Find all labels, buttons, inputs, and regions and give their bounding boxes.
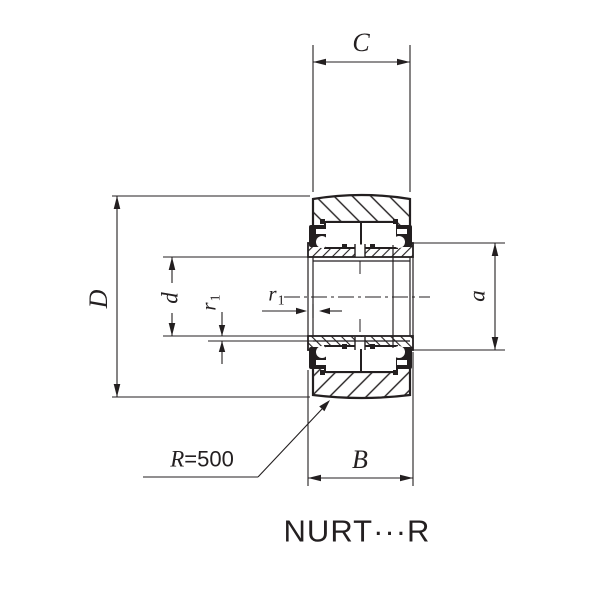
dim-label-r1-horizontal: r1 xyxy=(268,281,285,309)
dim-label-a: a xyxy=(464,290,490,302)
dim-label-r1-vertical: r1 xyxy=(196,294,224,311)
seal-bottom-right xyxy=(393,346,412,369)
dimension-r1-horizontal xyxy=(262,304,342,318)
dimension-C xyxy=(312,45,411,192)
bore-lines xyxy=(307,245,414,348)
seal-bottom-left xyxy=(309,346,328,369)
seal-top-left xyxy=(309,225,328,248)
dim-label-D: D xyxy=(84,289,113,309)
dimension-D xyxy=(112,195,310,398)
dim-label-B: B xyxy=(352,445,368,474)
rollers xyxy=(324,221,398,373)
leader-radius-note xyxy=(143,400,330,478)
roller xyxy=(360,345,398,373)
drawing-title: NURT···R xyxy=(283,513,431,549)
dim-label-C: C xyxy=(352,28,370,57)
dimension-r1-vertical xyxy=(208,312,313,364)
roller xyxy=(360,221,398,249)
seals xyxy=(309,225,412,369)
dimension-a xyxy=(411,242,505,351)
radius-note: R=500 xyxy=(170,446,234,472)
seal-top-right xyxy=(393,225,412,248)
dimension-B xyxy=(307,352,414,486)
grease-holes xyxy=(354,244,366,350)
dimension-d xyxy=(163,256,308,337)
cage-dots xyxy=(320,219,398,375)
dim-label-d: d xyxy=(157,292,183,304)
